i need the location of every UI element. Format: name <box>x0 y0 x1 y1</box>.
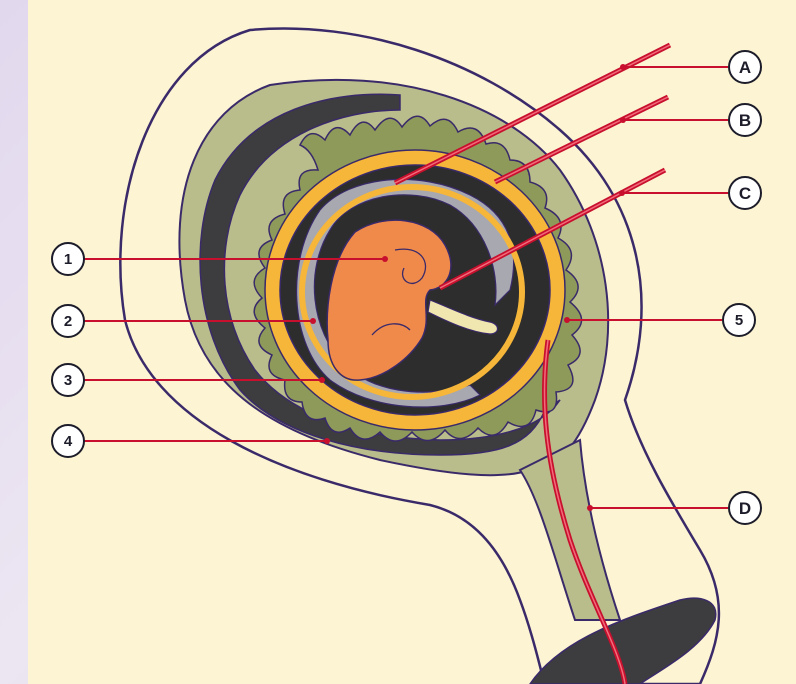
label-3: 3 <box>52 364 84 396</box>
label-a: A <box>729 51 761 83</box>
label-b: B <box>729 104 761 136</box>
dot-d <box>587 505 593 511</box>
label-3-text: 3 <box>64 372 72 389</box>
label-1: 1 <box>52 243 84 275</box>
label-d: D <box>729 492 761 524</box>
label-4-text: 4 <box>64 433 73 450</box>
label-2-text: 2 <box>64 313 72 330</box>
label-4: 4 <box>52 425 84 457</box>
dot-1 <box>382 256 388 262</box>
dot-b <box>620 117 626 123</box>
dot-2 <box>310 318 316 324</box>
label-c: C <box>729 177 761 209</box>
dot-5 <box>564 317 570 323</box>
label-1-text: 1 <box>64 251 72 268</box>
label-2: 2 <box>52 305 84 337</box>
label-b-text: B <box>739 111 751 130</box>
label-c-text: C <box>739 184 751 203</box>
dot-4 <box>324 438 330 444</box>
dot-3 <box>319 377 325 383</box>
label-a-text: A <box>739 58 751 77</box>
label-5-text: 5 <box>735 312 743 329</box>
label-d-text: D <box>739 499 751 518</box>
dot-a <box>620 64 626 70</box>
label-5: 5 <box>723 304 755 336</box>
dot-c <box>619 190 625 196</box>
